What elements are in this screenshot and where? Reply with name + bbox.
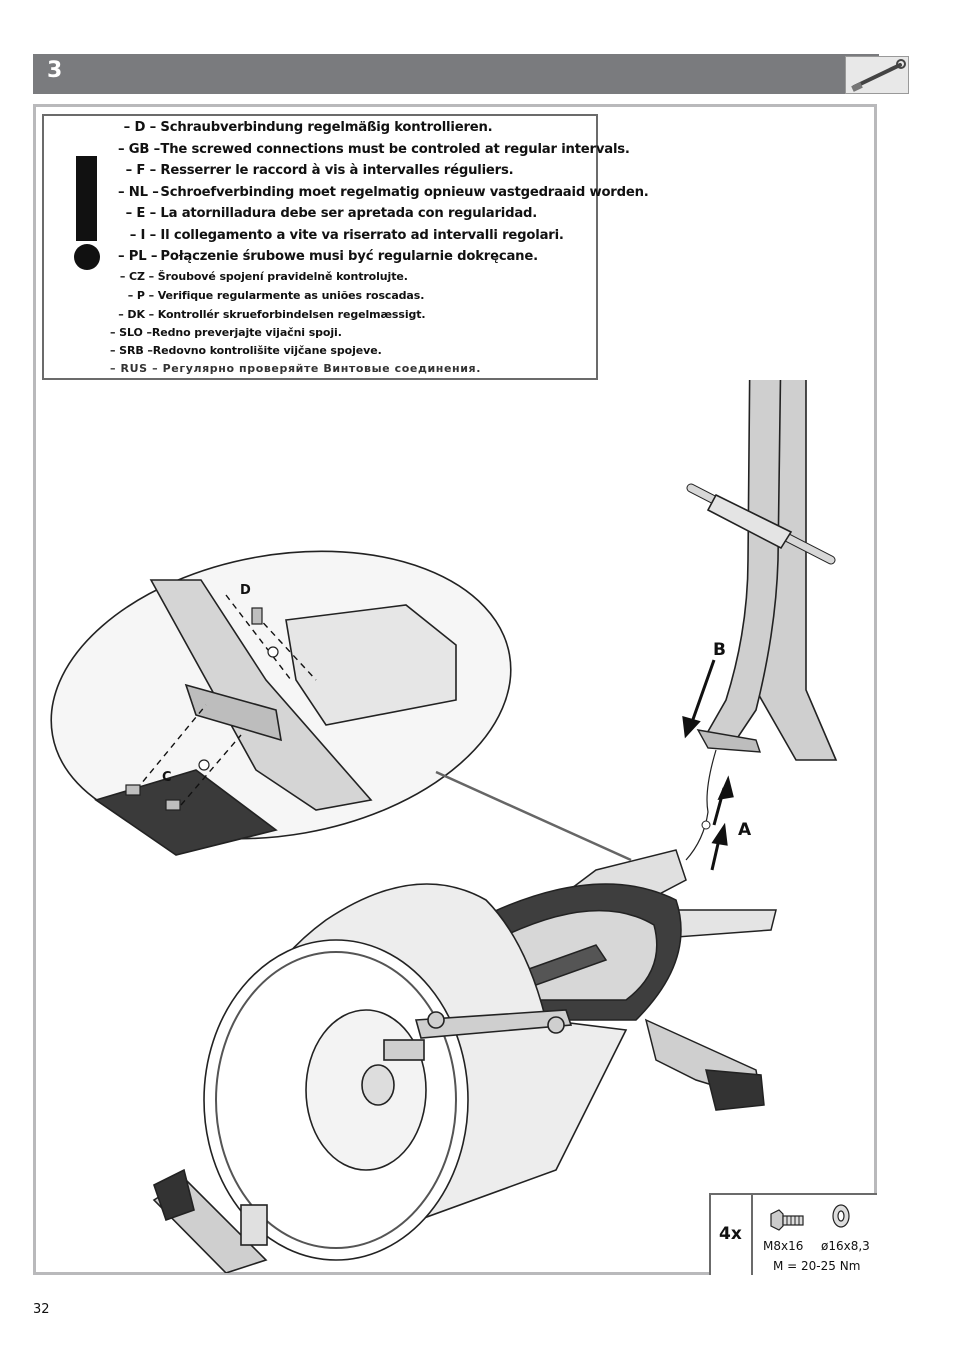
warning-line-pl: – PL – Połączenie śrubowe musi być regul…	[118, 249, 538, 264]
warning-line-rus: – RUS – Регулярно проверяйте Винтовые со…	[110, 362, 481, 375]
callout-d: D	[240, 583, 251, 598]
step-header-bar: 3	[33, 54, 909, 94]
warning-line-cz: – CZ – Šroubové spojení pravidelně kontr…	[119, 270, 408, 283]
page-number: 32	[33, 1302, 50, 1317]
hardware-box: 4x M8x16 ø16x8,3 M = 20-25 Nm	[709, 1193, 877, 1275]
warning-line-slo: – SLO –Redno preverjajte vijačni spoji.	[110, 326, 342, 339]
warning-line-i: – I – Il collegamento a vite va riserrat…	[129, 228, 564, 243]
warning-line-dk: – DK – Kontrollér skrueforbindelsen rege…	[118, 308, 426, 321]
warning-line-f: – F – Resserrer le raccord à vis à inter…	[125, 163, 514, 178]
hardware-count: 4x	[719, 1224, 742, 1244]
callout-c: C	[162, 770, 172, 785]
bolt-icon	[770, 1209, 804, 1231]
warning-line-e: – E – La atornilladura debe ser apretada…	[125, 206, 538, 221]
torque-label: M = 20-25 Nm	[773, 1259, 861, 1273]
warning-line-nl: – NL – Schroefverbinding moet regelmatig…	[118, 185, 649, 200]
warning-line-gb: – GB – The screwed connections must be c…	[118, 142, 630, 157]
warning-line-d: – D – Schraubverbindung regelmäßig kontr…	[123, 120, 493, 135]
illustration-frame	[33, 104, 877, 1275]
warning-line-srb: – SRB –Redovno kontrolišite vijčane spoj…	[110, 344, 382, 357]
callout-a: A	[738, 820, 752, 840]
wrench-icon	[845, 56, 909, 94]
hardware-separator	[751, 1195, 753, 1275]
callout-b: B	[713, 640, 726, 660]
washer-icon	[832, 1204, 850, 1228]
warning-box: – D – Schraubverbindung regelmäßig kontr…	[42, 114, 649, 380]
washer-size-label: ø16x8,3	[821, 1239, 870, 1253]
step-number: 3	[47, 58, 63, 83]
elliptical-trainer-illustration	[50, 380, 838, 1273]
warning-line-p: – P – Verifique regularmente as uniões r…	[127, 289, 425, 302]
bolt-size-label: M8x16	[763, 1239, 804, 1253]
exclamation-dot	[74, 244, 100, 270]
exclamation-icon	[76, 156, 97, 241]
